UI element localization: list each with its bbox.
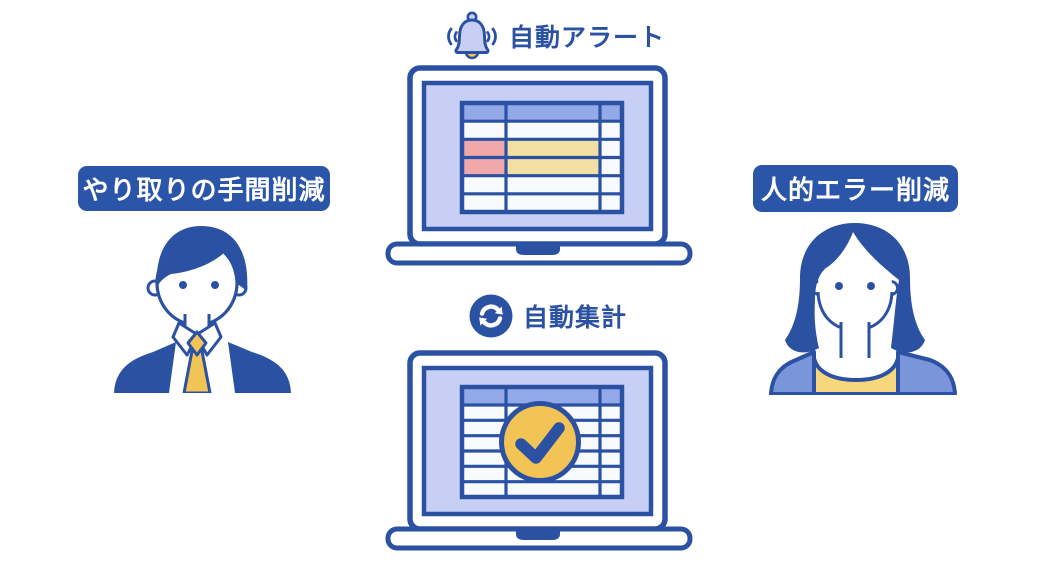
face <box>818 244 892 328</box>
tie-knot <box>186 330 208 357</box>
neck <box>839 316 871 360</box>
feature-auto-tally-label: 自動集計 <box>523 304 628 332</box>
eye <box>835 282 843 290</box>
eye <box>179 281 187 289</box>
eye <box>867 282 875 290</box>
feature-auto-alert-label: 自動アラート <box>509 24 666 52</box>
laptop-spreadsheet-alert <box>385 65 693 266</box>
laptop-spreadsheet-check <box>385 350 693 551</box>
left-benefit-text: やり取りの手間削減 <box>82 175 326 205</box>
cardigan-right <box>896 350 957 395</box>
table-header-row <box>462 387 622 405</box>
table-header-row <box>462 103 622 122</box>
sync-icon <box>469 294 513 338</box>
businessman-illustration <box>114 226 291 393</box>
cardigan-left <box>769 350 816 395</box>
bell-sound-waves <box>447 27 497 46</box>
yellow-top <box>812 356 900 395</box>
alert-spreadsheet <box>459 100 625 215</box>
collar-wing <box>194 321 223 357</box>
laptop-notch <box>516 531 560 540</box>
bell-icon <box>447 11 497 60</box>
right-benefit-label: 人的エラー削減 <box>753 165 958 212</box>
laptop-notch <box>516 246 560 255</box>
suit <box>114 342 291 393</box>
eye <box>211 281 219 289</box>
feature-auto-alert: 自動アラート <box>444 9 665 63</box>
tie-body <box>182 349 212 393</box>
torso <box>769 350 957 395</box>
hair <box>785 223 925 353</box>
collar-wing <box>171 321 200 357</box>
hair <box>156 226 248 291</box>
check-icon <box>499 401 581 483</box>
left-benefit-label: やり取りの手間削減 <box>78 166 330 211</box>
businesswoman-illustration <box>769 223 957 395</box>
feature-auto-tally: 自動集計 <box>468 293 627 339</box>
right-benefit-text: 人的エラー削減 <box>760 175 950 205</box>
